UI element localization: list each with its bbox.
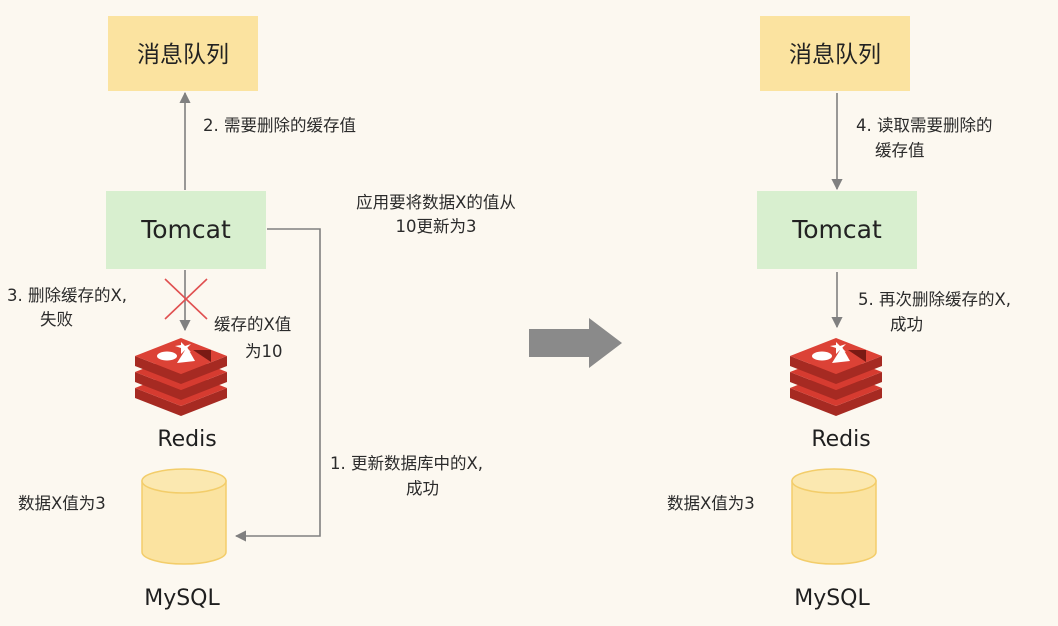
redis-logo-icon — [790, 338, 882, 416]
right-tomcat-label: Tomcat — [791, 215, 882, 244]
right-scenario: 消息队列 4. 读取需要删除的 缓存值 Tomcat 5. 再次删除缓存的X, … — [667, 16, 1011, 611]
left-arrow-to-mysql — [234, 228, 321, 542]
left-tomcat-box: Tomcat — [106, 191, 266, 269]
left-tomcat-label: Tomcat — [140, 215, 231, 244]
right-step4-label-line2: 缓存值 — [875, 141, 925, 160]
right-step5-label-line1: 5. 再次删除缓存的X, — [858, 290, 1011, 309]
left-redis-label: Redis — [157, 427, 216, 452]
right-redis-label: Redis — [811, 427, 870, 452]
database-cylinder-icon — [141, 468, 227, 565]
right-queue-label: 消息队列 — [789, 42, 881, 68]
right-tomcat-box: Tomcat — [757, 191, 917, 269]
redis-logo-icon — [135, 338, 227, 416]
left-mysql-label: MySQL — [144, 586, 220, 611]
left-message-queue-box: 消息队列 — [108, 16, 258, 91]
right-arrow-icon — [529, 318, 622, 368]
left-step2-label: 2. 需要删除的缓存值 — [203, 116, 356, 135]
left-cache-value-line2: 为10 — [245, 342, 283, 361]
left-update-note-line2: 10更新为3 — [396, 217, 477, 236]
cross-icon — [164, 278, 208, 320]
left-queue-label: 消息队列 — [137, 42, 229, 68]
left-db-value: 数据X值为3 — [18, 494, 106, 513]
right-step5-label-line2: 成功 — [890, 315, 923, 334]
right-message-queue-box: 消息队列 — [760, 16, 910, 91]
database-cylinder-icon — [791, 468, 877, 565]
left-scenario: 消息队列 2. 需要删除的缓存值 Tomcat 应用要将数据X的值从 10更新为… — [7, 16, 516, 611]
right-step4-label-line1: 4. 读取需要删除的 — [856, 116, 993, 135]
left-step3-label-line1: 3. 删除缓存的X, — [7, 286, 127, 305]
left-step1-label-line1: 1. 更新数据库中的X, — [330, 454, 483, 473]
left-update-note-line1: 应用要将数据X的值从 — [356, 193, 516, 212]
right-db-value: 数据X值为3 — [667, 494, 755, 513]
right-mysql-label: MySQL — [794, 586, 870, 611]
left-step1-label-line2: 成功 — [406, 479, 439, 498]
left-cache-value-line1: 缓存的X值 — [214, 315, 291, 334]
left-step3-label-line2: 失败 — [40, 310, 73, 329]
